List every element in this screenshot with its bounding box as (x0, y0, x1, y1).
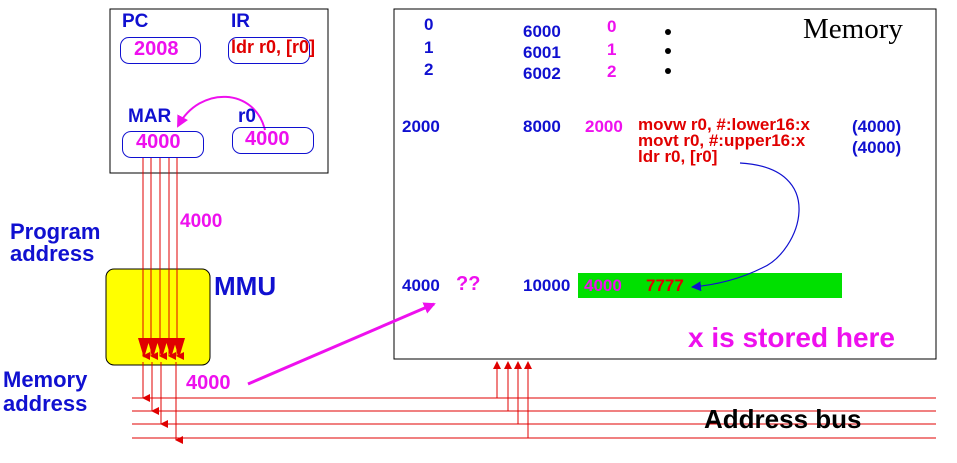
ellipsis-dot (665, 68, 671, 74)
memory-value: 0 (607, 17, 617, 36)
r0-to-mar-arrow (177, 95, 266, 131)
code-value: 2000 (585, 117, 623, 136)
mar-label: MAR (128, 106, 172, 127)
x-physical-address: 10000 (523, 276, 571, 295)
x-address: 4000 (584, 276, 622, 295)
program-address-line-2: address (10, 241, 95, 266)
cpu-box (109, 8, 329, 174)
memory-address-line-2: address (3, 391, 88, 416)
program-address-line-1: Program (10, 219, 101, 244)
memory-address-label: Memory address (3, 368, 87, 416)
r0-label: r0 (238, 106, 256, 127)
code-annotation: (4000) (852, 117, 902, 136)
r0-value: 4000 (245, 128, 290, 150)
bus-value-top: 4000 (180, 211, 223, 232)
code-annotation: (4000) (852, 138, 902, 157)
program-address-label: Program address (10, 221, 100, 265)
address-bus-lines (132, 397, 936, 439)
mmu-label: MMU (214, 271, 277, 301)
pc-value: 2008 (134, 38, 179, 60)
ellipsis-dot (665, 29, 671, 35)
memory-box (393, 8, 937, 360)
x-value: 7777 (646, 276, 684, 295)
x-caption: x is stored here (688, 322, 895, 353)
ellipsis-dot (665, 48, 671, 54)
memory-address-line-1: Memory (3, 367, 88, 392)
bus-value-bottom: 4000 (186, 372, 231, 394)
mar-register (122, 131, 204, 158)
virtual-address: 2 (424, 60, 434, 79)
ir-value: ldr r0, [r0] (231, 37, 316, 57)
address-bus-label: Address bus (704, 404, 862, 434)
mmu-to-memory-arrow (247, 302, 436, 386)
memory-value: 2 (607, 62, 617, 81)
mmu-output-arrows (138, 338, 185, 358)
pc-register (120, 37, 201, 64)
physical-address: 6002 (523, 64, 561, 83)
memory-address-lines (142, 362, 183, 444)
pc-label: PC (122, 11, 149, 32)
code-lines: movw r0, #:lower16:x movt r0, #:upper16:… (638, 115, 810, 166)
x-unknown: ?? (456, 273, 481, 295)
x-highlight (578, 273, 842, 298)
x-virtual-address: 4000 (402, 276, 440, 295)
ir-label: IR (231, 11, 250, 32)
memory-title: Memory (803, 13, 903, 45)
virtual-address: 0 (424, 15, 434, 34)
ir-register (228, 37, 310, 64)
physical-address: 6000 (523, 22, 561, 41)
code-physical-address: 8000 (523, 117, 561, 136)
ldr-to-x-arrow (691, 162, 800, 292)
code-virtual-address: 2000 (402, 117, 440, 136)
r0-register (232, 127, 314, 154)
mar-value: 4000 (136, 131, 181, 153)
virtual-address: 1 (424, 38, 434, 57)
code-line: movt r0, #:upper16:x (638, 131, 806, 150)
mmu-block (105, 268, 211, 366)
program-address-lines (142, 158, 184, 360)
bus-to-memory-lines (493, 361, 532, 438)
code-line: movw r0, #:lower16:x (638, 115, 810, 134)
physical-address: 6001 (523, 43, 561, 62)
code-line: ldr r0, [r0] (638, 147, 718, 166)
memory-value: 1 (607, 40, 617, 59)
